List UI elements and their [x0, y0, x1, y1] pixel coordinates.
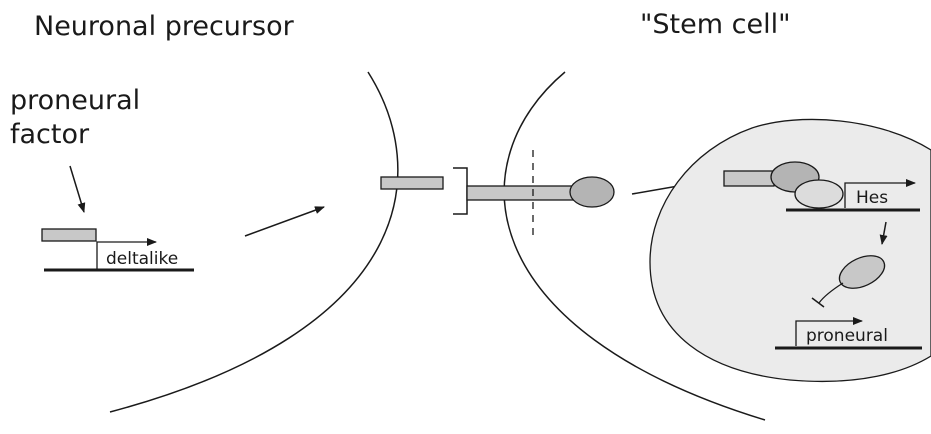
- notch-receptor: [453, 150, 615, 236]
- repression-line: [818, 282, 844, 304]
- deltalike-label: deltalike: [106, 249, 178, 269]
- csl-box: [723, 170, 775, 187]
- repression-bar: [811, 297, 825, 308]
- proneural-factor-box: [41, 228, 97, 242]
- deltalike-promoter-arrow: [96, 238, 157, 269]
- deltalike-gene: deltalike: [41, 228, 194, 272]
- notch-intracellular-domain: [569, 176, 615, 208]
- proneural-promoter-arrow: [795, 317, 863, 346]
- hes-expression-arrow: [879, 221, 888, 245]
- proneural-factor-label-line1: proneural: [10, 85, 140, 116]
- hes-protein: [838, 255, 886, 289]
- hes-label: Hes: [856, 188, 888, 208]
- nucleus: [649, 118, 931, 383]
- delta-ligand: [380, 176, 444, 190]
- neuronal-precursor-membrane: [109, 71, 399, 413]
- factor-arrow: [69, 165, 86, 213]
- notch-extracellular-bracket: [453, 167, 468, 215]
- hes-promoter-arrow: [844, 179, 916, 208]
- left-cell-title: Neuronal precursor: [34, 11, 295, 42]
- stem-cell-membrane: [503, 71, 766, 421]
- proneural-factor-label-line2: factor: [10, 119, 90, 150]
- proneural-gene-label: proneural: [806, 326, 888, 346]
- hes-gene: Hes: [723, 161, 920, 212]
- expression-arrow: [244, 206, 325, 237]
- coactivator-ellipse: [794, 179, 844, 209]
- right-cell-title: "Stem cell": [640, 9, 791, 40]
- proneural-gene: proneural: [775, 317, 922, 350]
- notch-stalk: [466, 185, 574, 201]
